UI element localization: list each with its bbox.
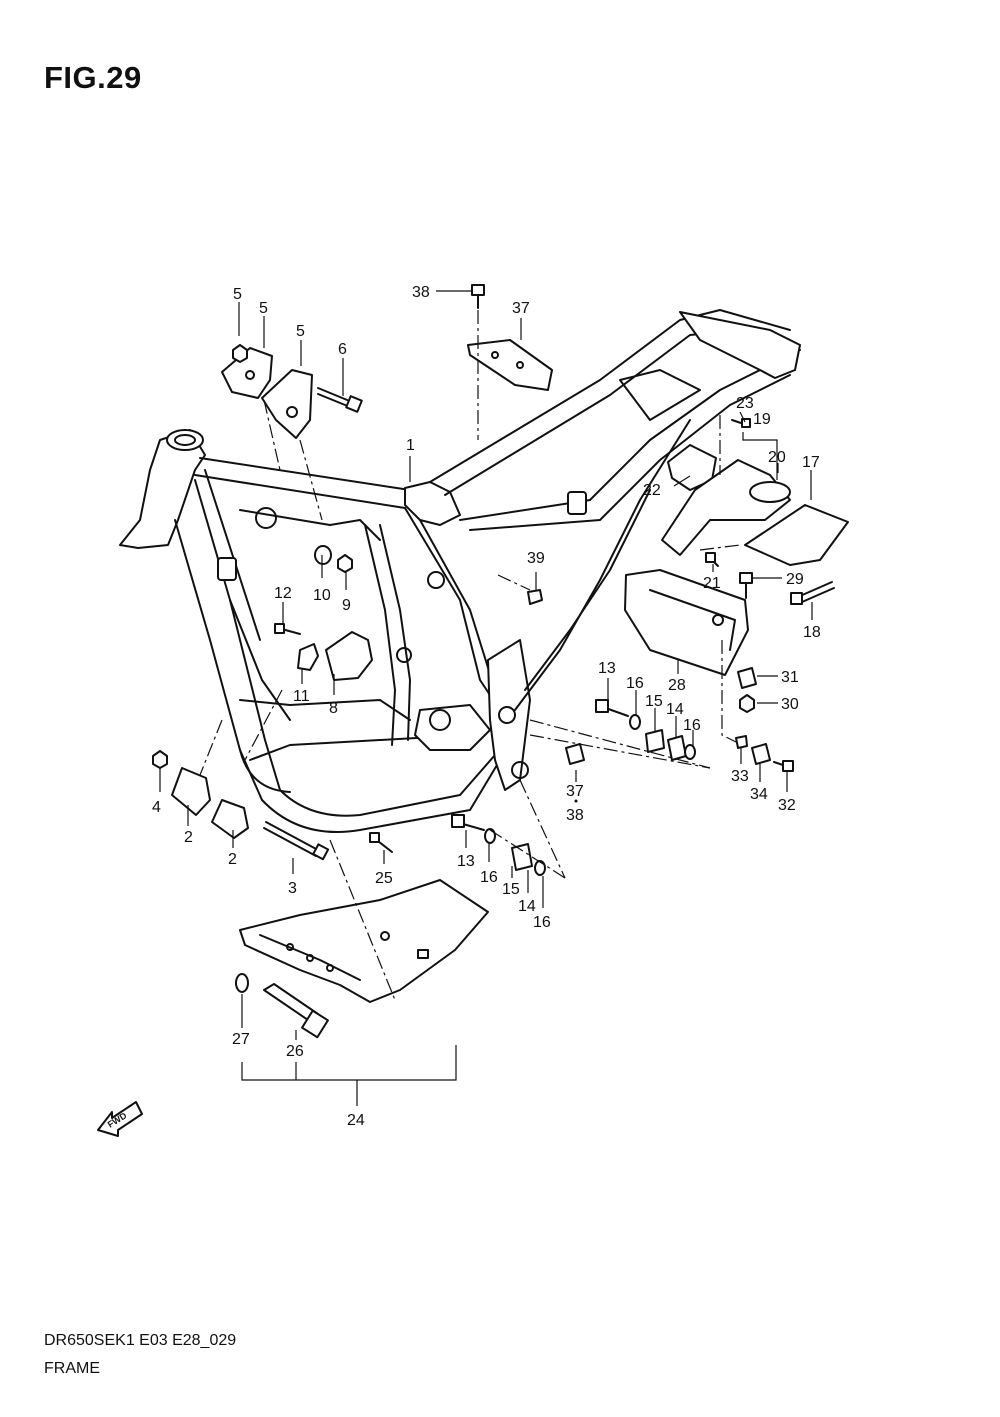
callout-22-text: 22 <box>643 482 661 499</box>
plug-part-39 <box>527 589 543 605</box>
callout-38-text: 38 <box>566 807 584 824</box>
footer-code: DR650SEK1 E03 E28_029 <box>44 1332 237 1349</box>
bolt-part-26 <box>263 983 329 1039</box>
callout-12: 12 <box>274 585 292 602</box>
callout-16-upper-a: 16 <box>626 675 644 692</box>
callout-28-text: 28 <box>668 677 686 694</box>
callout-20-text: 20 <box>768 449 786 466</box>
callout-16-lower-b: 16 <box>533 914 551 931</box>
bracket-part-2a <box>171 767 211 816</box>
nut-part-4 <box>152 750 168 769</box>
callout-26-text: 26 <box>286 1043 304 1060</box>
case-part-28 <box>624 569 749 676</box>
steering-head <box>119 429 206 549</box>
bolt-part-12 <box>274 623 301 635</box>
callout-10: 10 <box>313 587 331 604</box>
callout-33-text: 33 <box>731 768 749 785</box>
bracket-part-2b <box>211 799 249 839</box>
callout-37-text: 37 <box>566 783 584 800</box>
callout-30-text: 30 <box>781 696 799 713</box>
boot-part-20 <box>661 459 791 556</box>
clamp-part-11 <box>297 643 319 671</box>
callout-39: 39 <box>527 550 545 567</box>
separator-dot <box>574 799 578 803</box>
upper-mount-set <box>595 699 696 761</box>
callout-15-upper: 15 <box>645 693 663 710</box>
bolt-part-29 <box>739 572 753 599</box>
callout-5a: 5 <box>259 300 268 317</box>
washer-part-27 <box>235 973 249 993</box>
callout-34-text: 34 <box>750 786 768 803</box>
callout-7: 5 <box>233 286 242 303</box>
callout-2b: 2 <box>228 851 237 868</box>
fwd-arrow-icon: FWD <box>97 1101 143 1137</box>
collar-part-33 <box>735 735 748 749</box>
center-lines <box>199 310 741 1001</box>
callout-4: 4 <box>152 799 161 816</box>
callout-35: 37 <box>512 300 530 317</box>
callout-14-lower: 14 <box>518 898 536 915</box>
leader-lines <box>159 290 813 1106</box>
callout-15-lower: 15 <box>502 881 520 898</box>
callout-8: 8 <box>329 700 338 717</box>
bracket-part-8 <box>325 631 373 681</box>
callout-5-right: 5 <box>296 323 305 340</box>
bolt-part-6 <box>317 387 363 413</box>
spacer-part-10 <box>314 545 332 565</box>
callout-14-upper: 14 <box>666 701 684 718</box>
callout-16-upper-b: 16 <box>683 717 701 734</box>
callout-3: 3 <box>288 880 297 897</box>
callout-25: 25 <box>375 870 393 887</box>
callout-13-lower: 13 <box>457 853 475 870</box>
callout-36: 38 <box>412 284 430 301</box>
callout-6: 6 <box>338 341 347 358</box>
callout-16-lower-a: 16 <box>480 869 498 886</box>
callout-32-text: 32 <box>778 797 796 814</box>
bolt-part-23 <box>731 418 751 428</box>
bolt-part-21 <box>705 552 719 567</box>
main-frame <box>119 309 801 833</box>
nut-part-7 <box>232 344 248 363</box>
bolt-part-3 <box>263 821 330 861</box>
engine-mount-bracket-right <box>261 369 313 439</box>
callout-21-text: 21 <box>703 575 721 592</box>
figure-title: FIG.29 <box>44 60 142 95</box>
bracket-part-35 <box>467 339 553 391</box>
lower-mount-set <box>451 814 546 876</box>
cover-part-17 <box>744 504 849 566</box>
callout-24-text: 24 <box>347 1112 365 1129</box>
callouts: 5 5 5 5 6 38 37 1 10 9 12 11 8 39 4 2 2 … <box>152 284 821 1129</box>
nut-part-30 <box>739 694 755 713</box>
nut-part-9 <box>337 554 353 573</box>
callout-17-text: 17 <box>802 454 820 471</box>
callout-11: 11 <box>293 688 310 705</box>
callout-1: 1 <box>406 437 415 454</box>
callout-13-upper: 13 <box>598 660 616 677</box>
cushion-part-31 <box>737 667 757 689</box>
callout-23-text: 23 <box>736 395 754 412</box>
callout-27-text: 27 <box>232 1031 250 1048</box>
callout-29-text: 29 <box>786 571 804 588</box>
cushion-part-34 <box>751 743 771 765</box>
callout-19-text: 19 <box>753 411 771 428</box>
bolt-part-32 <box>773 760 794 772</box>
grommet-part-37 <box>565 743 585 765</box>
bolt-part-25 <box>369 832 393 853</box>
bolt-part-18 <box>790 581 835 605</box>
footer-name: FRAME <box>44 1360 100 1377</box>
callout-18-text: 18 <box>803 624 821 641</box>
bolt-part-36 <box>471 284 485 309</box>
callout-31-text: 31 <box>781 669 799 686</box>
skid-plate-part-24 <box>239 879 489 1003</box>
callout-2a: 2 <box>184 829 193 846</box>
callout-9: 9 <box>342 597 351 614</box>
